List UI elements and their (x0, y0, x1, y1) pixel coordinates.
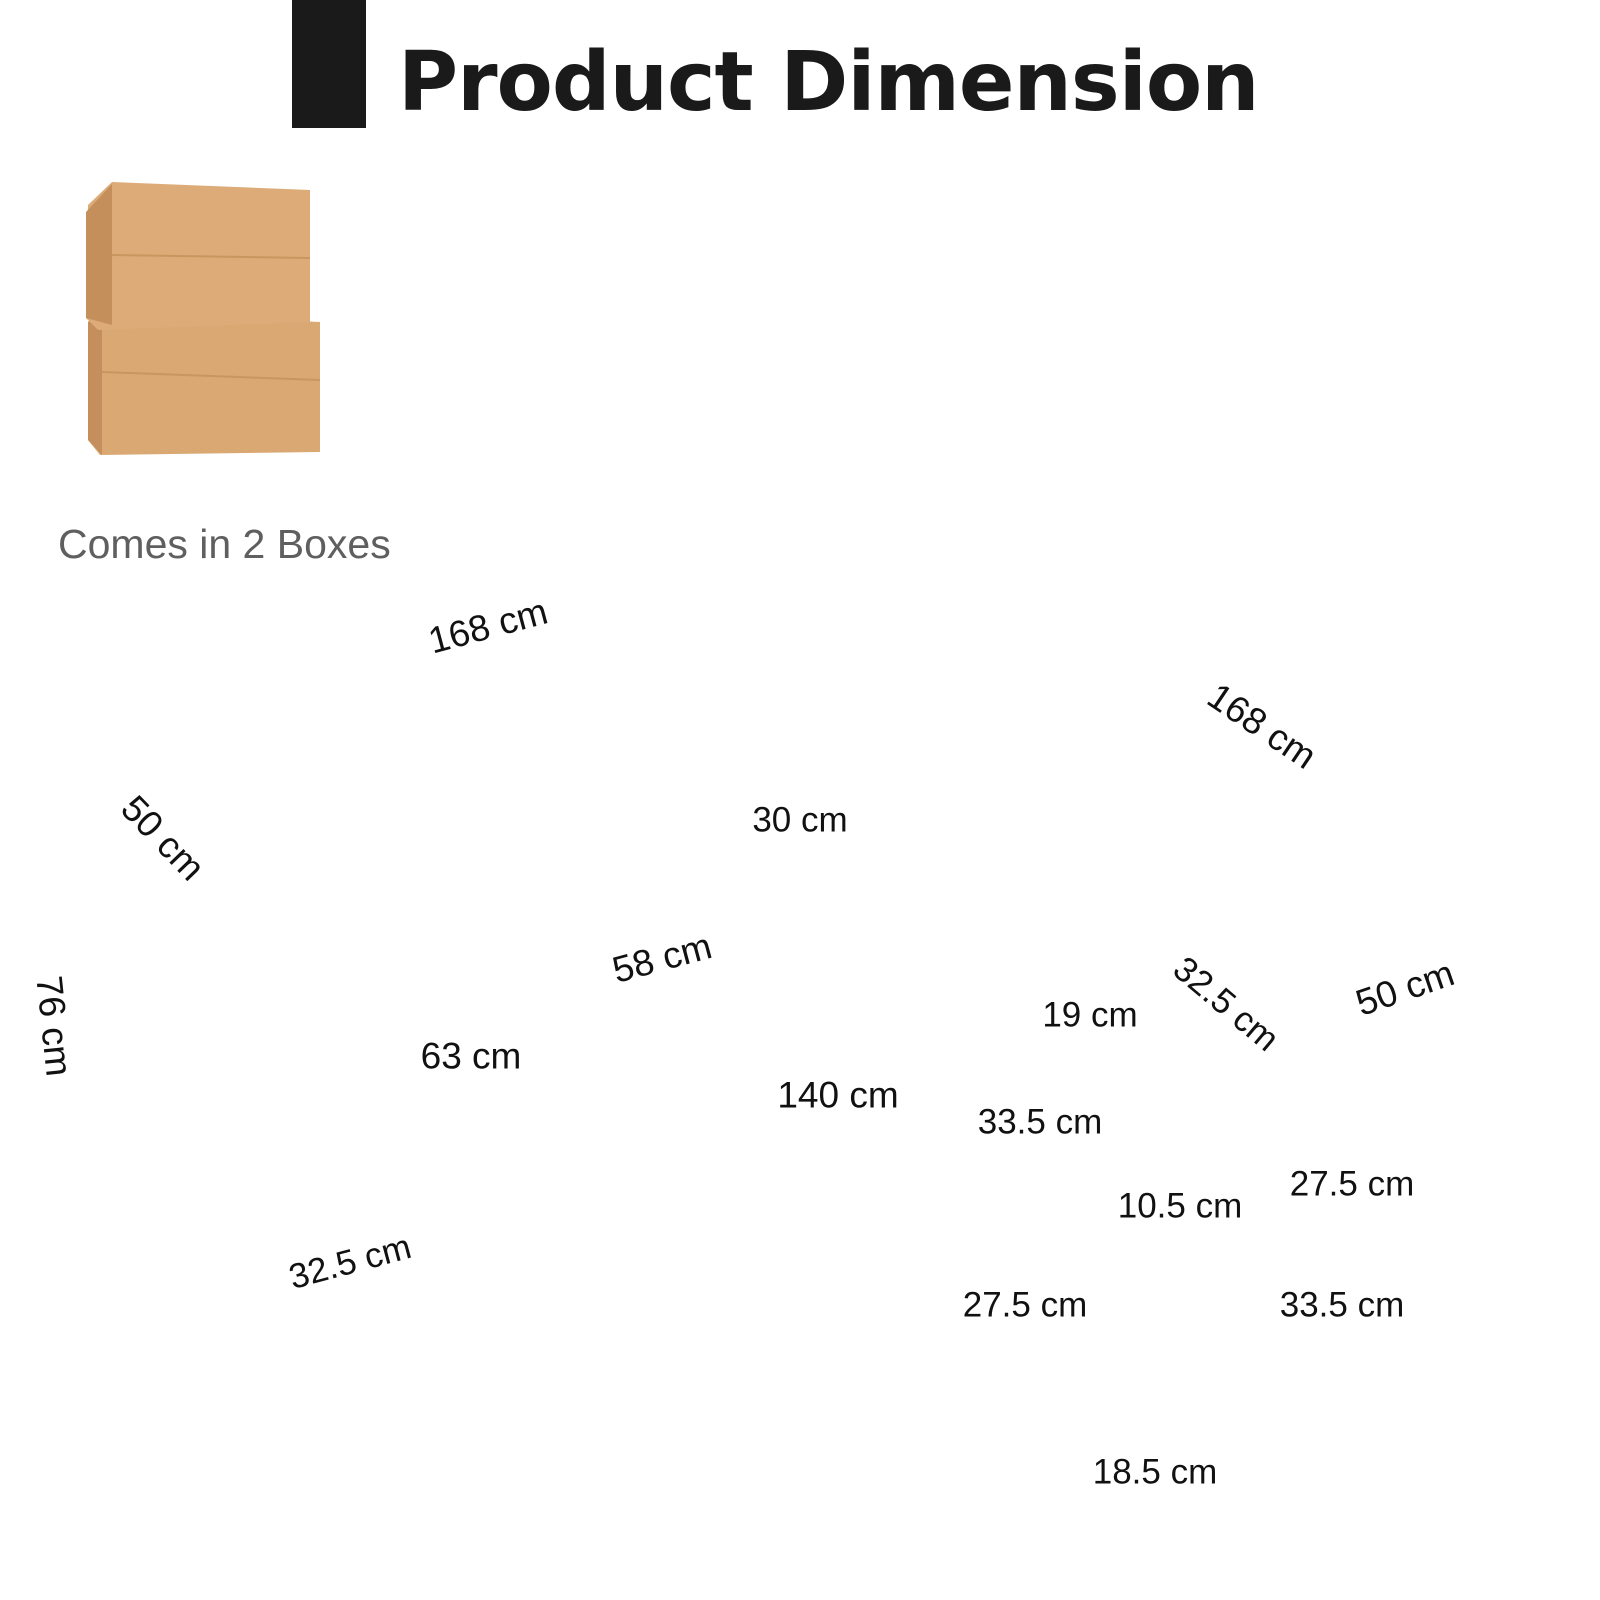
dim-small-drawer-width: 33.5 cm (977, 1102, 1103, 1142)
title-accent-bar (292, 0, 366, 128)
dim-power-cord-length: 140 cm (777, 1074, 899, 1116)
dim-large-drawer-height: 18.5 cm (1092, 1452, 1218, 1492)
dim-large-drawer-depth: 27.5 cm (962, 1285, 1088, 1325)
stacked-boxes-icon (86, 182, 321, 455)
page-title: Product Dimension (398, 35, 1260, 130)
dim-large-drawer-width: 33.5 cm (1279, 1285, 1405, 1325)
dim-cabinet-height: 63 cm (420, 1035, 522, 1077)
boxes-caption: Comes in 2 Boxes (58, 521, 391, 567)
dim-open-shelf-height: 19 cm (1042, 995, 1138, 1035)
dim-small-drawer-depth: 27.5 cm (1289, 1164, 1415, 1204)
dim-small-drawer-height: 10.5 cm (1117, 1186, 1243, 1226)
dim-keyboard-tray-depth: 30 cm (752, 800, 848, 840)
dim-height: 76 cm (28, 973, 80, 1079)
